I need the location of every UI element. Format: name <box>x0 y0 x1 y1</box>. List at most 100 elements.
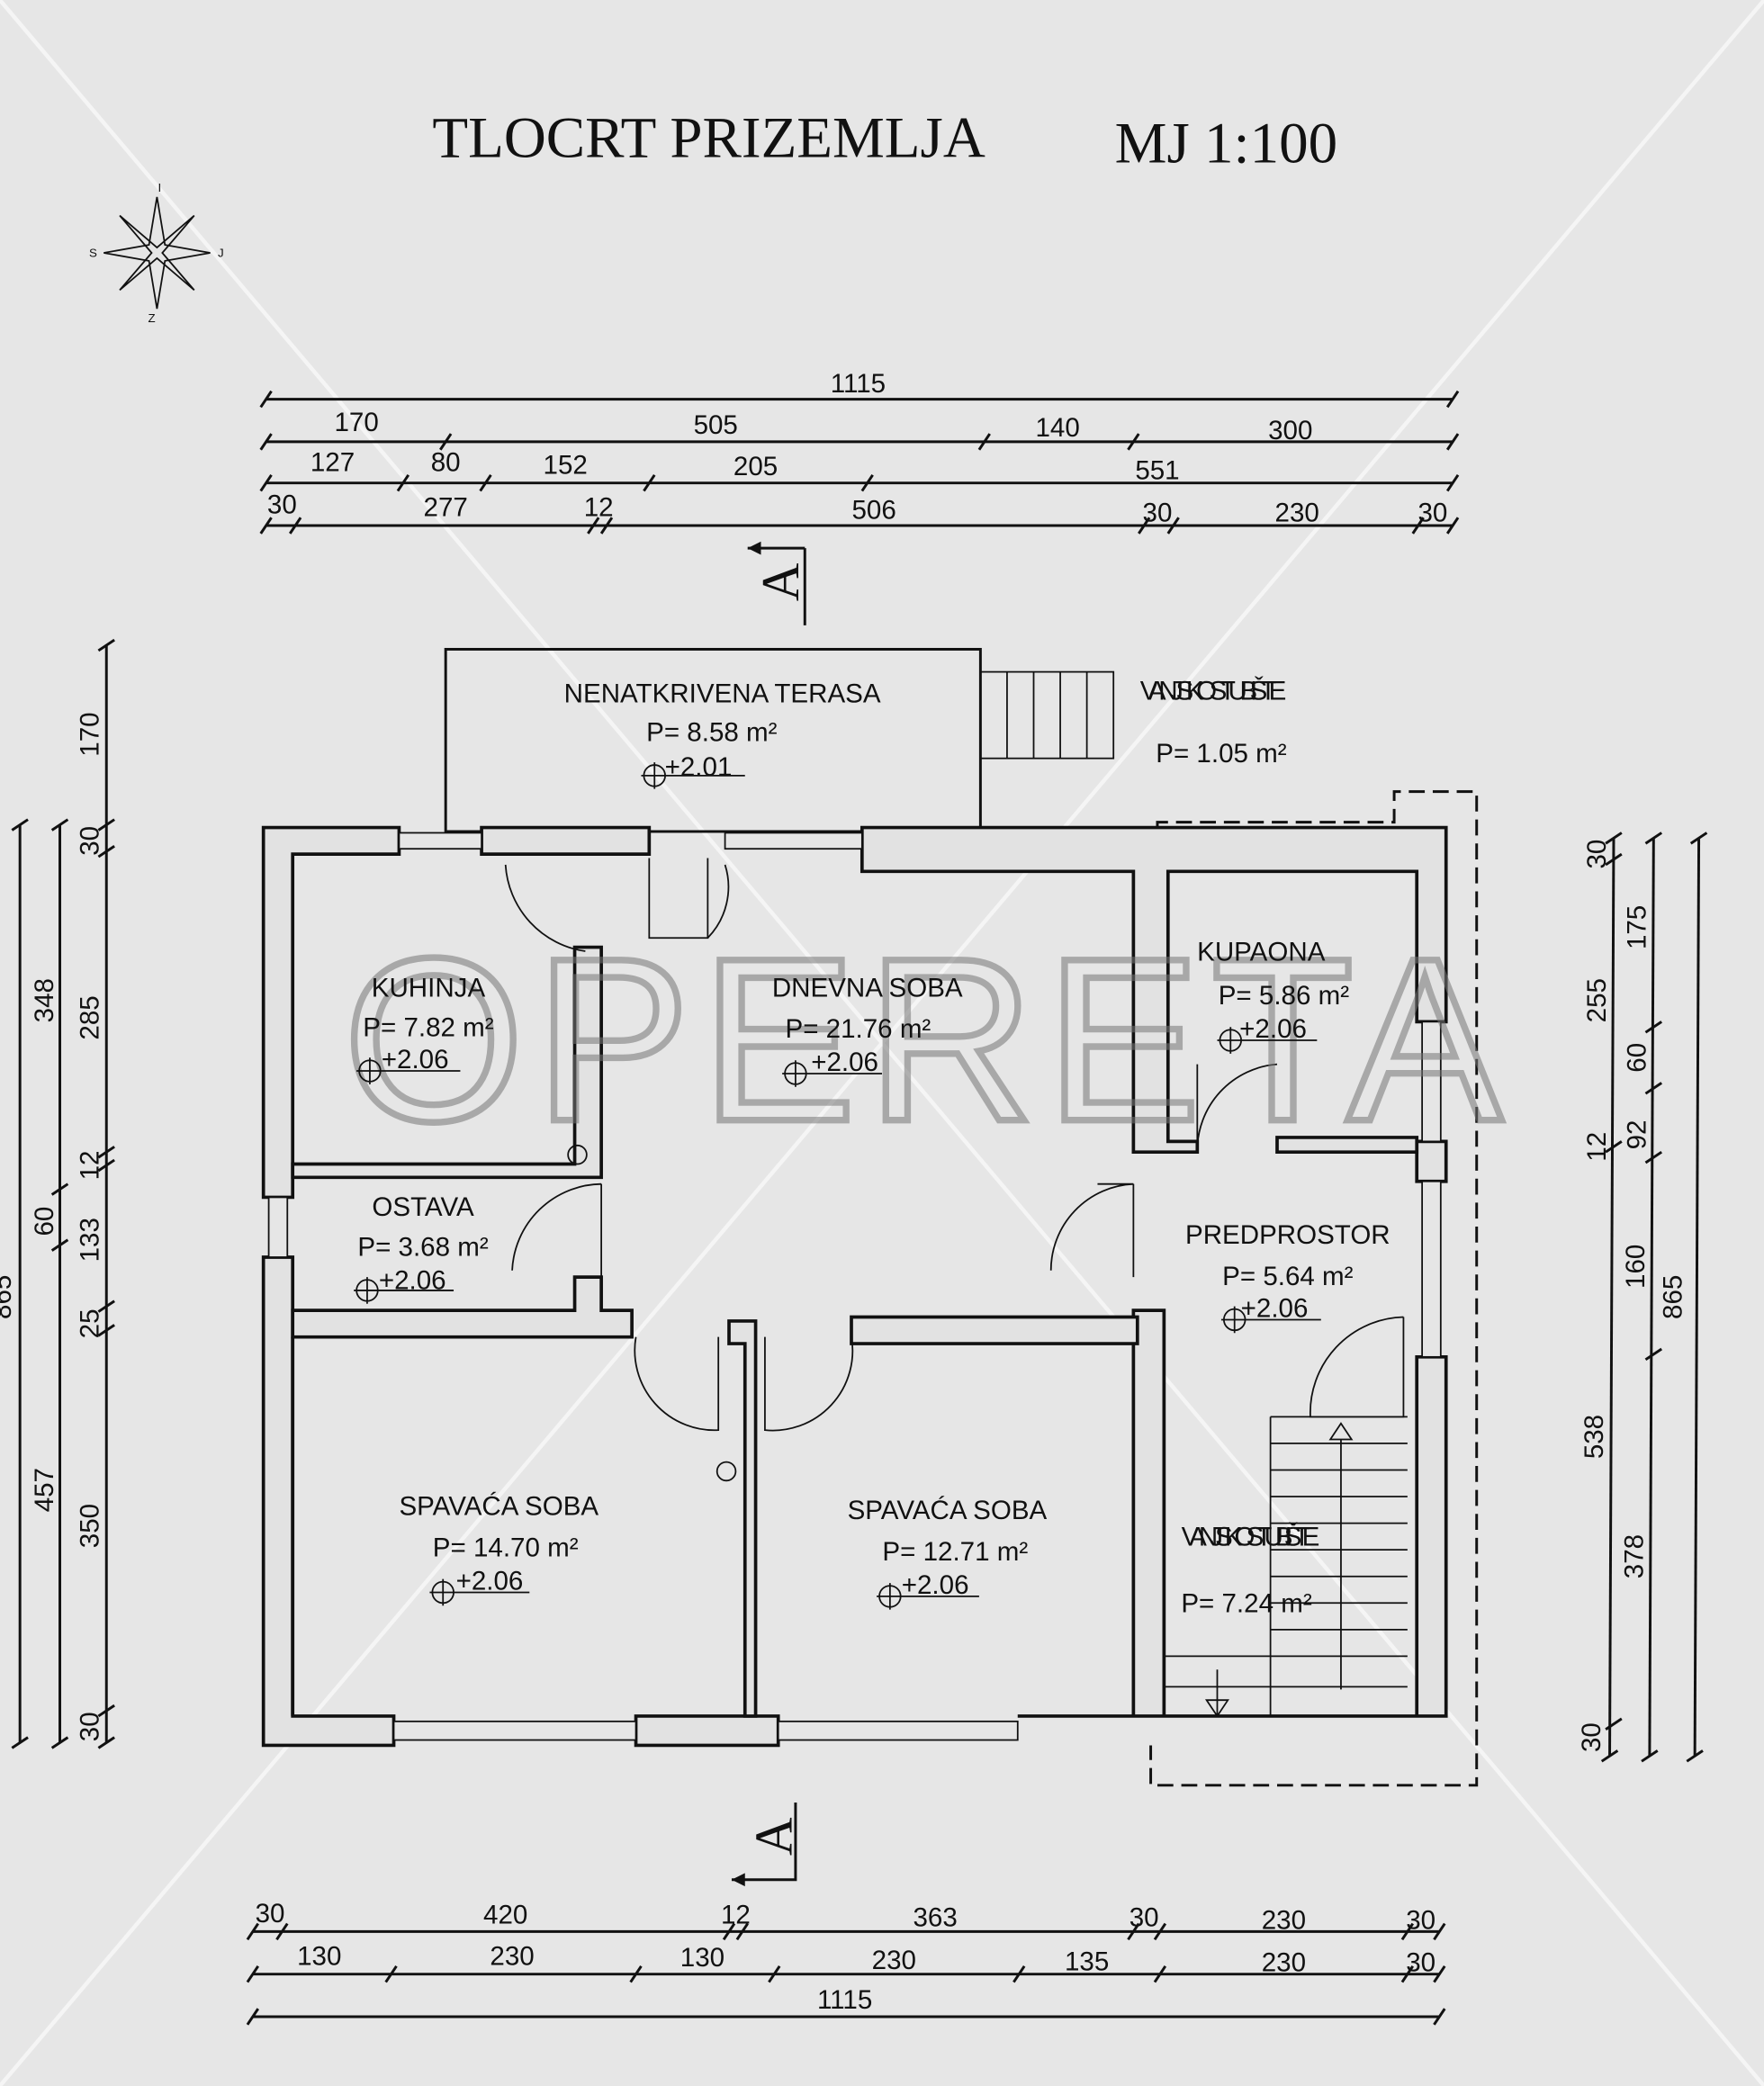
room-kuhinja: KUHINJA P= 7.82 m² +2.06 <box>363 973 494 1074</box>
svg-text:P= 14.70 m²: P= 14.70 m² <box>433 1533 579 1563</box>
svg-text:VANJSKO STUBIŠTE: VANJSKO STUBIŠTE <box>1182 1522 1320 1552</box>
svg-text:378: 378 <box>1619 1534 1649 1578</box>
svg-text:133: 133 <box>75 1218 104 1262</box>
svg-text:12: 12 <box>1582 1132 1612 1162</box>
svg-text:25: 25 <box>75 1308 104 1338</box>
svg-text:160: 160 <box>1621 1245 1651 1289</box>
svg-text:+2.01: +2.01 <box>665 752 733 782</box>
svg-text:+2.06: +2.06 <box>382 1045 449 1074</box>
svg-text:P= 3.68 m²: P= 3.68 m² <box>357 1233 489 1263</box>
svg-text:285: 285 <box>75 995 104 1039</box>
svg-text:551: 551 <box>1135 455 1179 485</box>
svg-text:I: I <box>158 181 162 194</box>
svg-text:230: 230 <box>490 1941 534 1971</box>
room-vanjsko-stubiste-1: VANJSKO STUBIŠTE P= 1.05 m² <box>1140 676 1287 769</box>
svg-text:P= 7.82 m²: P= 7.82 m² <box>363 1013 494 1043</box>
svg-text:1115: 1115 <box>817 1985 872 2015</box>
svg-text:P= 5.86 m²: P= 5.86 m² <box>1219 981 1350 1011</box>
dimensions-bottom: 30 420 12 363 30 230 30 130 230 130 230 … <box>246 1899 1446 2026</box>
svg-text:140: 140 <box>1035 413 1079 443</box>
svg-text:350: 350 <box>75 1504 104 1548</box>
svg-text:30: 30 <box>75 826 104 856</box>
svg-text:30: 30 <box>75 1712 104 1741</box>
svg-text:DNEVNA SOBA: DNEVNA SOBA <box>772 973 963 1003</box>
svg-text:230: 230 <box>1275 499 1319 528</box>
svg-text:30: 30 <box>1130 1902 1159 1932</box>
svg-text:SPAVAĆA SOBA: SPAVAĆA SOBA <box>848 1496 1048 1525</box>
svg-text:P= 7.24 m²: P= 7.24 m² <box>1181 1589 1312 1619</box>
svg-text:30: 30 <box>1406 1905 1436 1935</box>
svg-text:A: A <box>751 562 810 601</box>
svg-text:170: 170 <box>334 408 378 437</box>
svg-text:12: 12 <box>75 1151 104 1181</box>
svg-text:P= 8.58 m²: P= 8.58 m² <box>646 717 778 747</box>
svg-text:60: 60 <box>1622 1043 1652 1073</box>
svg-text:300: 300 <box>1268 416 1312 445</box>
room-ostava: OSTAVA P= 3.68 m² +2.06 <box>357 1192 489 1295</box>
plan-title: TLOCRT PRIZEMLJA <box>432 106 985 171</box>
svg-text:KUHINJA: KUHINJA <box>372 973 486 1003</box>
dimensions-right: 30 255 12 538 30 175 60 92 160 378 865 <box>1577 832 1708 1763</box>
windows <box>267 832 1442 1741</box>
svg-text:505: 505 <box>694 410 738 440</box>
svg-text:30: 30 <box>1418 499 1448 528</box>
svg-text:92: 92 <box>1622 1120 1652 1150</box>
svg-text:Z: Z <box>148 311 155 325</box>
room-dnevna-soba: DNEVNA SOBA P= 21.76 m² +2.06 <box>772 973 963 1077</box>
svg-text:130: 130 <box>297 1941 341 1971</box>
svg-text:+2.06: +2.06 <box>902 1570 969 1600</box>
plan-scale: MJ 1:100 <box>1115 111 1337 175</box>
svg-text:VANJSKO STUBIŠTE: VANJSKO STUBIŠTE <box>1140 676 1287 706</box>
svg-text:P= 1.05 m²: P= 1.05 m² <box>1156 739 1287 769</box>
svg-text:230: 230 <box>1262 1948 1306 1978</box>
svg-text:538: 538 <box>1580 1415 1609 1459</box>
svg-text:152: 152 <box>544 450 588 480</box>
svg-text:255: 255 <box>1582 978 1612 1022</box>
svg-text:OSTAVA: OSTAVA <box>372 1192 474 1222</box>
interior-stairs <box>1164 1416 1408 1718</box>
room-spavaca-soba-2: SPAVAĆA SOBA P= 12.71 m² +2.06 <box>848 1496 1048 1600</box>
svg-text:60: 60 <box>30 1207 59 1236</box>
svg-text:SPAVAĆA SOBA: SPAVAĆA SOBA <box>399 1492 598 1522</box>
svg-text:348: 348 <box>30 978 59 1022</box>
svg-text:+2.06: +2.06 <box>1239 1014 1307 1044</box>
svg-text:277: 277 <box>424 493 468 523</box>
svg-text:+2.06: +2.06 <box>811 1047 878 1077</box>
svg-text:KUPAONA: KUPAONA <box>1197 937 1326 967</box>
section-marker-bottom: A <box>731 1803 803 1887</box>
svg-text:230: 230 <box>1262 1905 1306 1935</box>
svg-text:12: 12 <box>584 493 614 523</box>
svg-text:80: 80 <box>431 447 461 477</box>
svg-text:30: 30 <box>267 490 297 520</box>
room-terasa: NENATKRIVENA TERASA P= 8.58 m² +2.01 <box>564 679 881 782</box>
section-marker-top: A <box>747 541 810 625</box>
svg-text:J: J <box>218 246 224 259</box>
svg-text:P= 5.64 m²: P= 5.64 m² <box>1222 1262 1354 1291</box>
svg-text:30: 30 <box>1582 840 1612 869</box>
exterior-stairs-top <box>979 670 1115 760</box>
doors <box>504 858 1405 1432</box>
svg-text:30: 30 <box>1406 1948 1436 1978</box>
svg-text:P= 21.76 m²: P= 21.76 m² <box>786 1014 932 1044</box>
svg-text:30: 30 <box>256 1899 285 1929</box>
svg-text:865: 865 <box>1658 1275 1688 1319</box>
svg-text:30: 30 <box>1577 1722 1606 1752</box>
svg-text:+2.06: +2.06 <box>1241 1293 1309 1323</box>
svg-text:170: 170 <box>75 712 104 756</box>
svg-text:205: 205 <box>734 452 778 481</box>
room-kupaona: KUPAONA P= 5.86 m² +2.06 <box>1197 937 1349 1044</box>
compass-icon: I S J Z <box>89 181 224 325</box>
room-predprostor: PREDPROSTOR P= 5.64 m² +2.06 <box>1185 1220 1390 1323</box>
svg-text:363: 363 <box>913 1902 957 1932</box>
svg-text:230: 230 <box>872 1946 916 1975</box>
room-vanjsko-stubiste-2: VANJSKO STUBIŠTE P= 7.24 m² <box>1181 1522 1319 1619</box>
level-marker-icons <box>354 762 1321 1610</box>
svg-text:420: 420 <box>483 1901 527 1930</box>
svg-text:127: 127 <box>310 447 355 477</box>
svg-text:457: 457 <box>30 1468 59 1512</box>
walls <box>261 825 1448 1748</box>
svg-text:S: S <box>89 246 97 259</box>
svg-text:130: 130 <box>680 1943 724 1973</box>
dimensions-top: 1115 170 505 140 300 127 80 152 205 551 … <box>259 369 1460 535</box>
